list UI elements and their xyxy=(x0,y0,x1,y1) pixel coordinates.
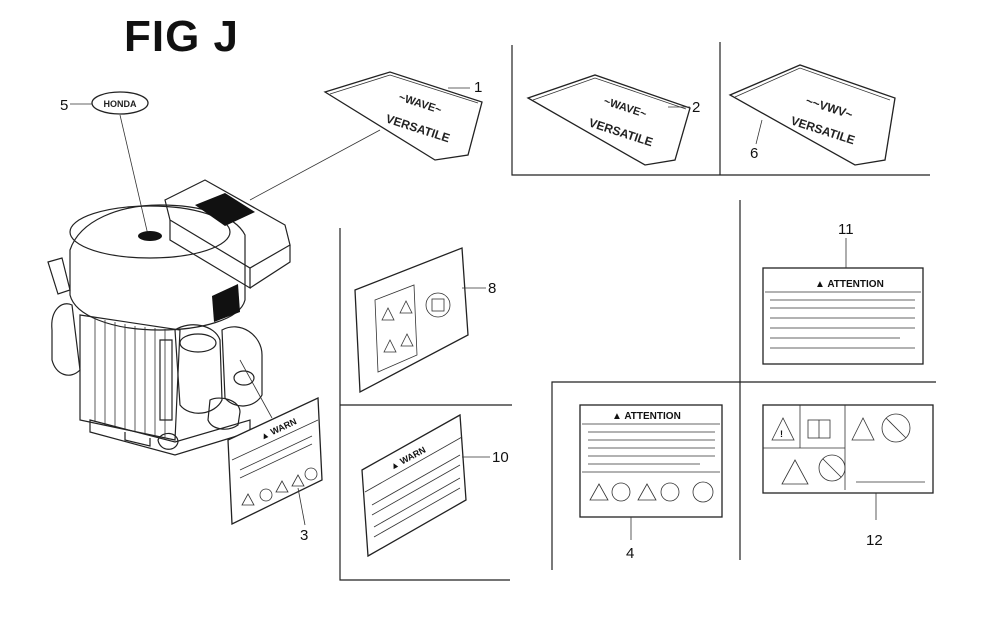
callout-6: 6 xyxy=(750,145,758,162)
callout-12: 12 xyxy=(866,532,883,549)
callout-2: 2 xyxy=(692,99,700,116)
honda-emblem-text: HONDA xyxy=(104,99,137,109)
part-8-label xyxy=(354,247,486,394)
part-3-label: ▲ WARN xyxy=(227,397,323,526)
callout-8: 8 xyxy=(488,280,496,297)
callout-3: 3 xyxy=(300,527,308,544)
section-dividers xyxy=(339,42,936,581)
engine-illustration xyxy=(47,129,381,456)
callout-10: 10 xyxy=(492,449,509,466)
part-2-label: ~WAVE~ VERSATILE xyxy=(526,74,691,166)
callout-5: 5 xyxy=(60,97,68,114)
part-10-label: ▲ WARN xyxy=(361,413,490,558)
figure-title: FIG J xyxy=(124,12,240,61)
part-4-label: ▲ ATTENTION xyxy=(579,404,723,540)
callout-1: 1 xyxy=(474,79,482,96)
part-11-label: ▲ ATTENTION xyxy=(762,238,924,365)
callout-11: 11 xyxy=(838,221,854,238)
svg-text:!: ! xyxy=(780,429,783,439)
attention-text-4: ▲ ATTENTION xyxy=(612,411,681,422)
part-5-honda-emblem: HONDA xyxy=(91,91,149,236)
part-12-label: ! xyxy=(762,404,934,520)
callout-4: 4 xyxy=(626,545,634,562)
attention-text-11: ▲ ATTENTION xyxy=(815,279,884,290)
